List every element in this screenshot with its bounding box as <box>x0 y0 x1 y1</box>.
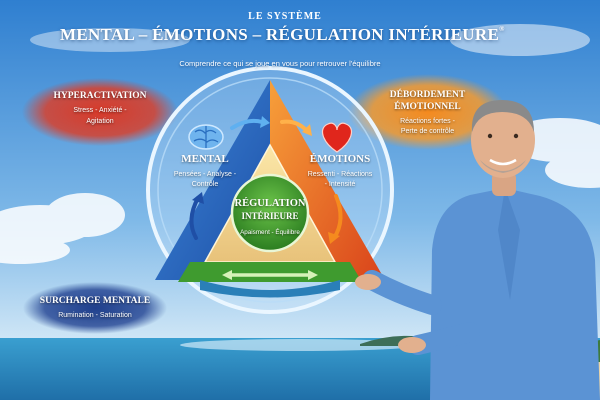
regulation-line1: Apaisment - Équilibre <box>240 229 300 236</box>
mental-line1: Pensées - Analyse - <box>173 171 237 178</box>
presenter-person <box>355 100 600 400</box>
hyperactivation-line2: Agitation <box>86 118 114 125</box>
surcharge-line1: Rumination - Saturation <box>58 312 132 319</box>
hyperactivation-splash <box>22 78 178 146</box>
surcharge-splash <box>23 282 167 334</box>
emotions-line1: Ressenti - Réactions <box>307 171 373 178</box>
hyperactivation-title: HYPERACTIVATION <box>53 91 147 101</box>
cycle-arrows-icon <box>189 116 343 280</box>
emotions-line2: - Intensité <box>324 181 356 188</box>
regulation-title1: RÉGULATION <box>234 198 306 209</box>
debordement-title1: DÉBORDEMENT <box>389 90 466 100</box>
brain-icon <box>188 124 224 150</box>
debordement-line1: Réactions fortes - <box>400 118 455 125</box>
regulation-title2: INTÉRIEURE <box>241 211 299 221</box>
hyperactivation-line1: Stress - Anxiété - <box>73 107 127 114</box>
page-subtitle: Comprendre ce qui se joue en vous pour r… <box>179 59 381 68</box>
page-title-text: MENTAL – ÉMOTIONS – RÉGULATION INTÉRIEUR… <box>60 25 500 44</box>
regulation-circle <box>230 173 310 253</box>
header-supertitle: LE SYSTÈME <box>248 11 322 22</box>
registered-mark: ® <box>499 25 505 33</box>
debordement-line2: Perte de contrôle <box>400 128 455 135</box>
mental-line2: Contrôle <box>191 181 219 188</box>
page-title: MENTAL – ÉMOTIONS – RÉGULATION INTÉRIEUR… <box>60 25 504 45</box>
debordement-splash <box>348 74 508 150</box>
mental-title: MENTAL <box>181 153 229 165</box>
heart-icon <box>321 122 353 153</box>
emotions-title: ÉMOTIONS <box>309 153 371 165</box>
clouds <box>0 24 600 264</box>
debordement-title2: ÉMOTIONNEL <box>394 102 461 112</box>
surcharge-title: SURCHARGE MENTALE <box>39 296 151 306</box>
